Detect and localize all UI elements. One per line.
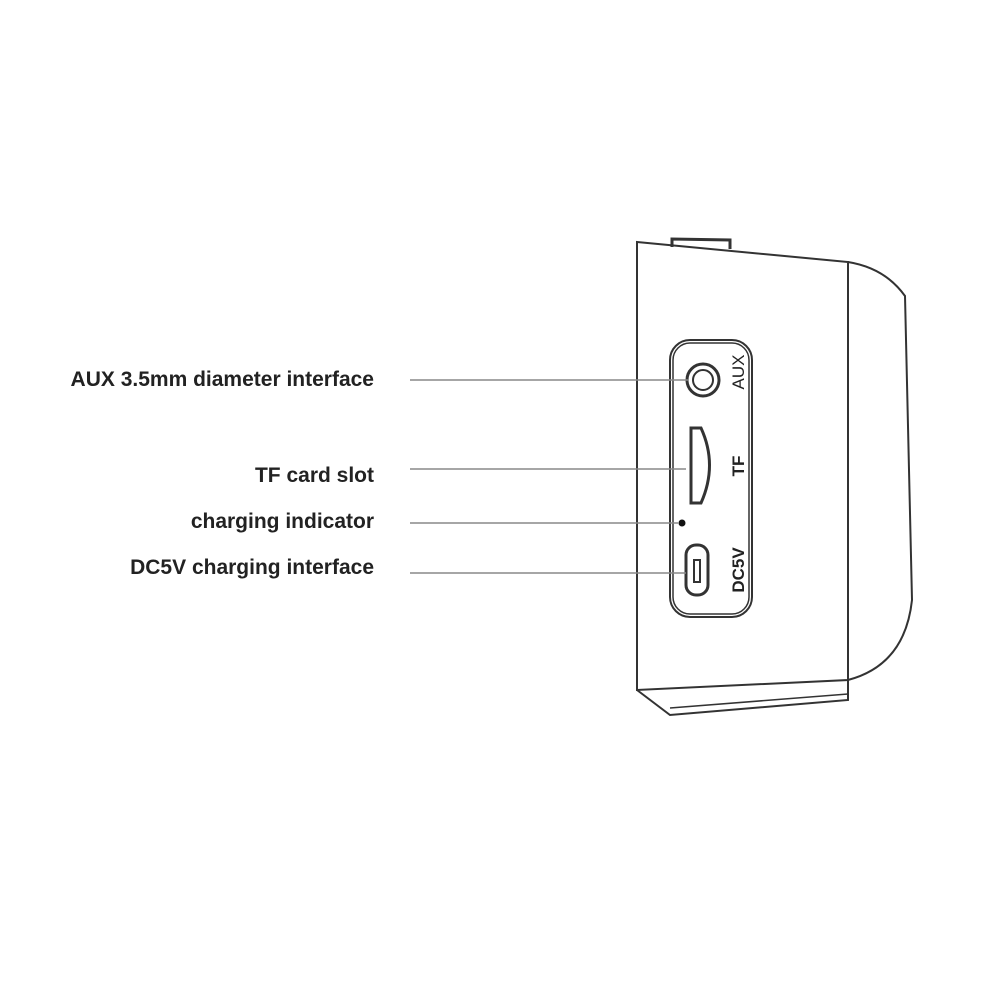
label-charging-indicator: charging indicator xyxy=(190,510,374,533)
device-end-cap xyxy=(847,261,914,681)
aux-jack-icon xyxy=(685,362,721,398)
label-aux-interface: AUX 3.5mm diameter interface xyxy=(70,368,374,391)
charging-indicator-dot xyxy=(678,519,686,527)
panel-label-tf: TF xyxy=(729,456,748,477)
panel-label-aux: AUX xyxy=(729,355,748,390)
usb-port-icon xyxy=(684,543,710,597)
top-button xyxy=(670,237,732,249)
label-dc5v-interface: DC5V charging interface xyxy=(130,556,374,579)
panel-label-dc: DC5V xyxy=(729,547,748,593)
label-tf-card-slot: TF card slot xyxy=(254,464,374,487)
device-bottom-lip xyxy=(636,680,849,717)
port-panel xyxy=(669,339,753,618)
tf-slot-icon xyxy=(689,426,711,505)
